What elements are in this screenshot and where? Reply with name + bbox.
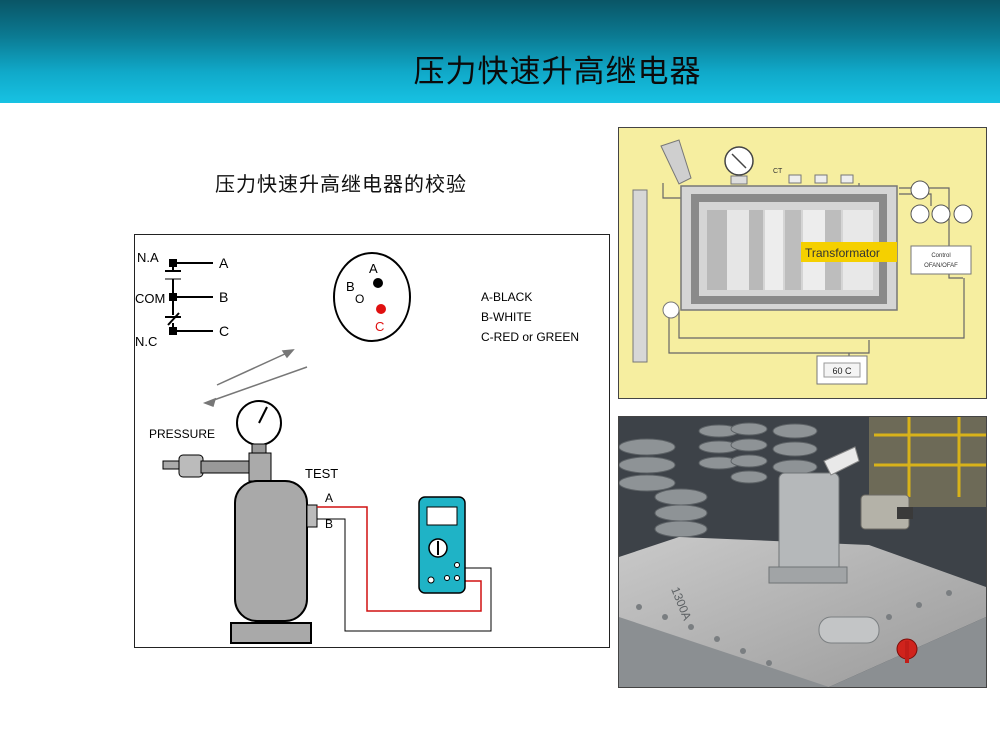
multimeter-jack: [444, 575, 450, 581]
terminal-c-label: C: [219, 323, 229, 339]
ct-label: CT: [773, 168, 783, 175]
legend-c: C-RED or GREEN: [481, 330, 579, 344]
transformator-label-bg: [801, 242, 897, 262]
pin-a: [373, 278, 383, 288]
legend-a: A-BLACK: [481, 290, 532, 304]
relay-body: [234, 480, 308, 622]
transformator-label: Transformator: [805, 246, 880, 260]
conservator-column: [632, 189, 648, 363]
temperature-gauge: [910, 204, 930, 224]
inlet-fitting: [178, 454, 204, 478]
na-label: N.A: [137, 250, 159, 265]
relay-photo-svg: 1300A: [619, 417, 986, 687]
oil-pipe: [818, 616, 880, 644]
multimeter-jack: [454, 562, 460, 568]
ct-box: [840, 174, 854, 184]
section-subtitle: 压力快速升高继电器的校验: [215, 172, 467, 196]
temperature-gauge: [953, 204, 973, 224]
tank-bolts: [636, 590, 952, 666]
relay-cover-plate: [823, 446, 860, 476]
nc-label: N.C: [135, 334, 157, 349]
legend-b: B-WHITE: [481, 310, 532, 324]
gauge-needle: [258, 406, 268, 424]
relay-test-diagram: N.A COM N.C A B C A B O C A-BLACK B-WHIT…: [134, 234, 610, 648]
pressure-arrows: [202, 349, 308, 407]
relay-photo: 1300A: [618, 416, 987, 688]
terminal-a-label: A: [219, 255, 229, 271]
temperature-gauge: [910, 180, 930, 200]
relay-base: [230, 622, 312, 644]
connecting-pipe: [200, 460, 252, 474]
multimeter-display: [426, 506, 458, 526]
header-bar: 压力快速升高继电器: [0, 0, 1000, 103]
inlet-pipe: [162, 460, 182, 470]
control-box: [910, 245, 972, 275]
control-label-1: Control: [931, 253, 950, 259]
com-node: [169, 293, 177, 301]
na-node: [169, 259, 177, 267]
temperature-gauge: [931, 204, 951, 224]
test-label: TEST: [305, 466, 338, 481]
control-label-2: OFAN/OFAF: [924, 263, 958, 269]
multimeter-jack: [454, 575, 460, 581]
ct-box: [814, 174, 828, 184]
background-scaffold: [874, 417, 986, 497]
plug-a-label: A: [369, 261, 378, 276]
test-port: [306, 504, 318, 528]
drain-valve: [662, 301, 680, 319]
ct-box: [788, 174, 802, 184]
relay-flange: [768, 566, 848, 584]
test-terminal-a: A: [325, 491, 333, 505]
transformer-windings: [707, 210, 873, 290]
page-title: 压力快速升高继电器: [413, 54, 702, 90]
relay-test-diagram-svg: N.A COM N.C A B C A B O C A-BLACK B-WHIT…: [135, 250, 579, 644]
transformer-schematic-svg: CT Transformator Control OFAN/OFAF: [632, 139, 973, 385]
transformer-schematic-panel: CT Transformator Control OFAN/OFAF: [618, 127, 987, 399]
pressure-label: PRESSURE: [149, 427, 215, 441]
pin-c: [376, 304, 386, 314]
plug-o-label: O: [355, 292, 364, 306]
temperature-readout: 60 C: [832, 366, 852, 376]
plug-c-label: C: [375, 319, 384, 334]
relay-valve: [248, 452, 272, 482]
bushing: [660, 139, 692, 185]
pressure-relay: [778, 472, 840, 574]
plug-b-label: B: [346, 279, 355, 294]
red-test-lead: [317, 506, 482, 612]
multimeter-jack: [427, 576, 435, 584]
terminal-b-label: B: [219, 289, 228, 305]
nc-node: [169, 327, 177, 335]
black-test-lead: [317, 518, 492, 632]
test-terminal-b: B: [325, 517, 333, 531]
plug-face: [333, 252, 411, 342]
com-label: COM: [135, 291, 165, 306]
